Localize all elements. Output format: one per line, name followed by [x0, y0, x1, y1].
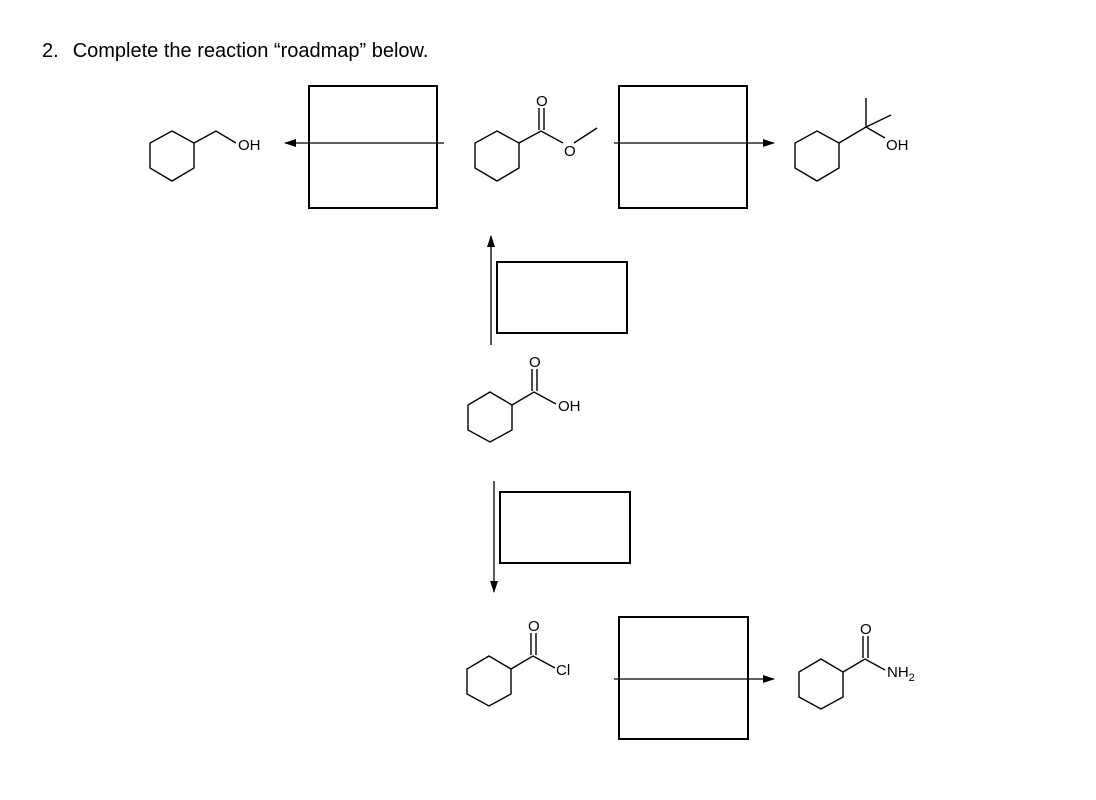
question-number: 2.: [42, 40, 59, 62]
reagent-box-4[interactable]: [499, 491, 631, 564]
cyclohexane-ring: [474, 130, 520, 182]
acid-chain-bonds: [511, 391, 557, 406]
ring-to-carbon-bond: [838, 126, 867, 144]
nh-subscript: 2: [909, 672, 915, 684]
carbonyl-o-label: O: [536, 93, 548, 110]
reagent-box-3[interactable]: [496, 261, 628, 334]
molecule-methyl-ester: [474, 108, 598, 182]
acid-oh-label: OH: [558, 398, 581, 415]
molecule-amide: [798, 636, 886, 710]
ch2-oh-bond: [193, 130, 237, 144]
cl-label: Cl: [556, 662, 570, 679]
cyclohexane-ring: [466, 655, 512, 707]
cyclohexane-ring: [467, 391, 513, 443]
methyl-bond-right: [865, 114, 892, 128]
nh2-label: NH2: [887, 664, 915, 684]
question-heading: 2. Complete the reaction “roadmap” below.: [42, 40, 428, 63]
methyl-bond: [573, 127, 598, 144]
amide-carbonyl-o-label: O: [860, 621, 872, 638]
acid-carbonyl-o-label: O: [529, 354, 541, 371]
amide-chain-bonds: [842, 658, 886, 673]
ether-o-label: O: [564, 143, 576, 160]
ester-chain-bonds: [518, 130, 564, 144]
molecule-cyclohexylmethanol: [149, 130, 237, 182]
chloride-chain-bonds: [510, 655, 556, 670]
reagent-box-2[interactable]: [618, 85, 748, 209]
tertiary-oh-label: OH: [886, 137, 909, 154]
c-oh-bond: [865, 126, 886, 139]
nh-text: NH: [887, 664, 909, 681]
chloride-carbonyl-o-label: O: [528, 618, 540, 635]
cyclohexane-ring: [149, 130, 195, 182]
reagent-box-1[interactable]: [308, 85, 438, 209]
molecule-tertiary-alcohol: [794, 98, 892, 182]
question-text: Complete the reaction “roadmap” below.: [72, 40, 429, 62]
cyclohexane-ring: [794, 130, 840, 182]
oh-label: OH: [238, 137, 261, 154]
reagent-box-5[interactable]: [618, 616, 749, 740]
molecule-acid-chloride: [466, 633, 556, 707]
cyclohexane-ring: [798, 658, 844, 710]
molecule-carboxylic-acid: [467, 369, 557, 443]
